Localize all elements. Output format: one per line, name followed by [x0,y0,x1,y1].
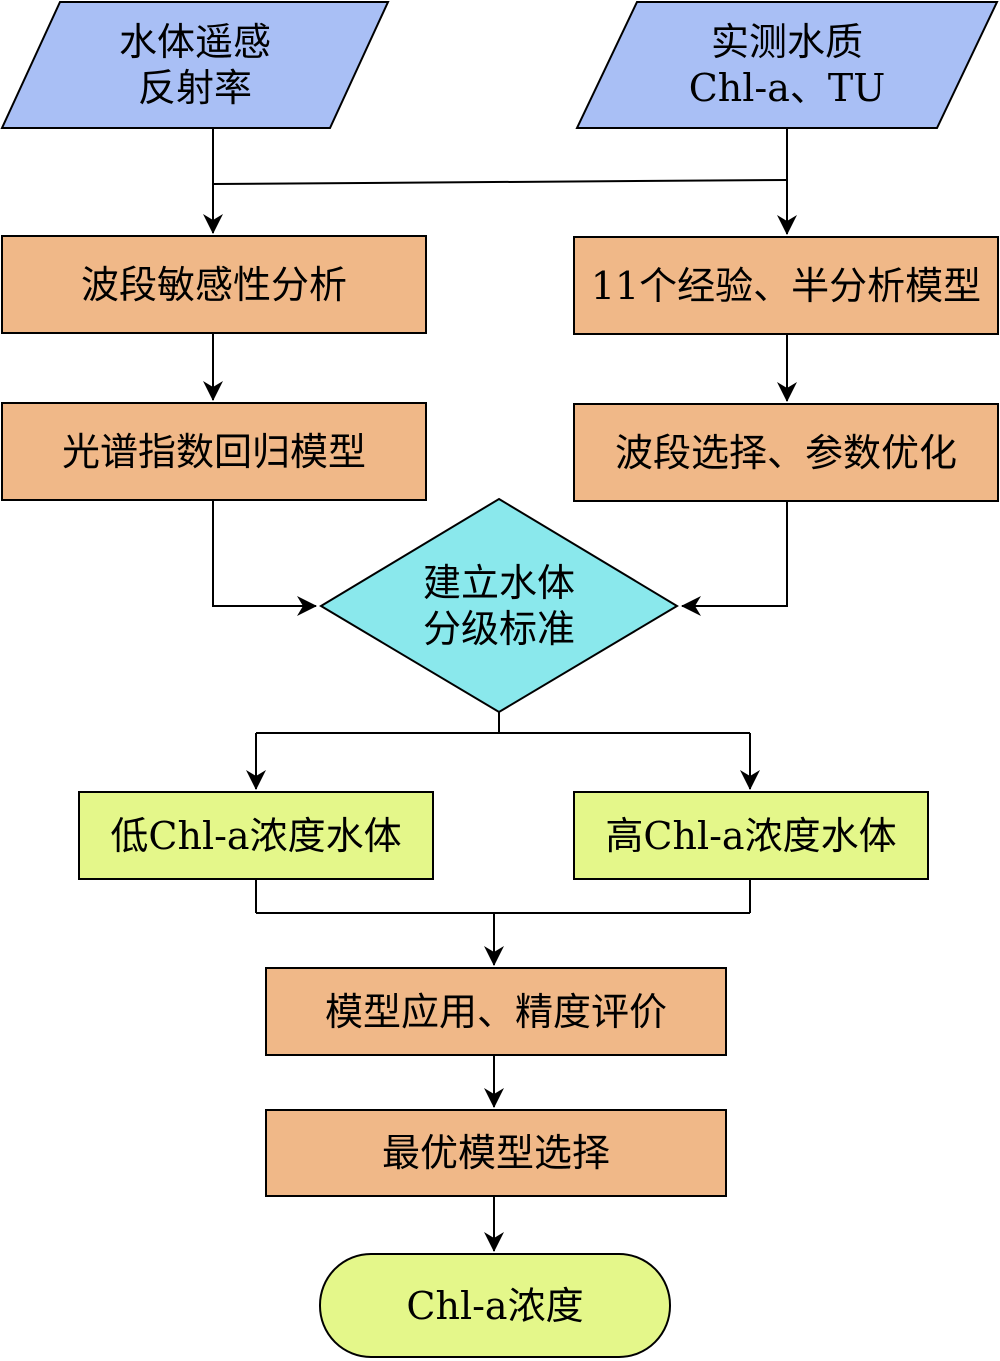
model-application-box [265,967,727,1056]
input-reflectance-shape [0,0,390,129]
output-terminal [319,1253,671,1358]
low-chla-text: 低Chl-a浓度水体 [110,813,402,858]
empirical-models-text: 11个经验、半分析模型 [590,263,982,308]
high-chla-box [573,791,929,880]
connectors [203,128,797,1252]
classification-line2: 分级标准 [422,607,575,651]
input-measured-shape [575,1,999,129]
best-model-box [265,1109,727,1197]
arrow-spectral-to-classification [212,500,317,616]
high-chla-text: 高Chl-a浓度水体 [605,813,897,858]
spectral-index-box [1,402,427,501]
best-model-label: 最优模型选择 [266,1110,726,1196]
high-chla-label: 高Chl-a浓度水体 [574,792,928,879]
arrow-selection-to-classification [681,501,788,616]
spectral-index-text: 光谱指数回归模型 [61,429,366,474]
model-application-text: 模型应用、精度评价 [324,989,667,1034]
classification-label: 建立水体 分级标准 [321,555,677,657]
connector-merge-bar [212,179,788,185]
band-sensitivity-box [1,235,427,334]
band-selection-text: 波段选择、参数优化 [614,430,957,475]
classification-line1: 建立水体 [422,561,575,605]
band-sensitivity-label: 波段敏感性分析 [2,236,426,333]
band-selection-label: 波段选择、参数优化 [574,404,998,501]
output-text: Chl-a浓度 [406,1283,584,1328]
band-selection-box [573,403,999,502]
best-model-text: 最优模型选择 [381,1131,610,1175]
band-sensitivity-text: 波段敏感性分析 [80,262,347,307]
input-reflectance-line1: 水体遥感 [118,20,271,64]
empirical-models-label: 11个经验、半分析模型 [574,237,998,334]
input-reflectance-label: 水体遥感 反射率 [2,2,388,128]
spectral-index-label: 光谱指数回归模型 [2,403,426,500]
output-label: Chl-a浓度 [320,1254,670,1357]
input-reflectance-line2: 反射率 [137,66,252,110]
input-measured-label: 实测水质 Chl-a、TU [577,2,997,128]
model-application-label: 模型应用、精度评价 [266,968,726,1055]
input-measured-line1: 实测水质 [710,20,863,64]
low-chla-label: 低Chl-a浓度水体 [79,792,433,879]
input-measured-line2: Chl-a、TU [688,66,886,110]
